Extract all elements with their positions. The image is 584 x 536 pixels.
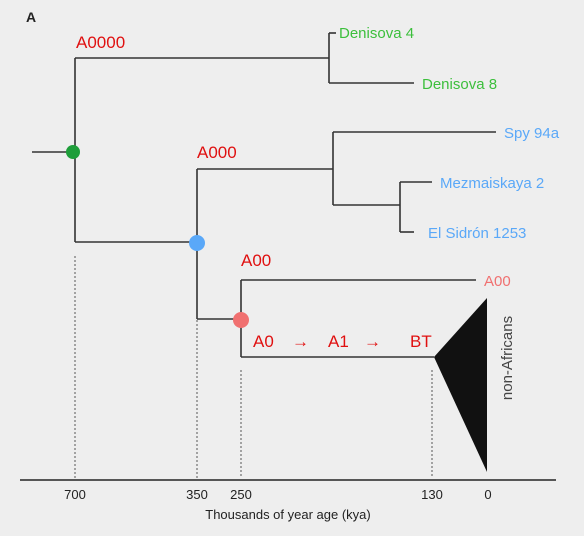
axis-title: Thousands of year age (kya) — [205, 507, 370, 522]
label-a00-leaf: A00 — [484, 273, 511, 290]
arrow-a0-a1: → — [292, 332, 309, 351]
axis-tick-700: 700 — [64, 487, 86, 502]
time-guide-lines — [74, 256, 433, 478]
axis-tick-0: 0 — [484, 487, 491, 502]
non-african-triangle — [434, 298, 487, 472]
label-mezmaiskaya-2: Mezmaiskaya 2 — [440, 175, 544, 192]
label-bt: BT — [410, 332, 432, 351]
arrow-a1-bt: → — [364, 332, 381, 351]
axis-tick-130: 130 — [421, 487, 443, 502]
label-denisova-4: Denisova 4 — [339, 25, 414, 42]
label-a000: A000 — [197, 143, 237, 162]
label-a0000: A0000 — [76, 33, 125, 52]
label-a00-node: A00 — [241, 251, 271, 270]
label-denisova-8: Denisova 8 — [422, 76, 497, 93]
axis-tick-250: 250 — [230, 487, 252, 502]
label-spy-94a: Spy 94a — [504, 125, 560, 142]
label-el-sidron-1253: El Sidrón 1253 — [428, 225, 526, 242]
axis-tick-350: 350 — [186, 487, 208, 502]
panel-label: A — [26, 9, 36, 25]
label-non-africans: non-Africans — [499, 316, 516, 400]
tree-branches — [32, 32, 496, 358]
label-a1: A1 — [328, 332, 349, 351]
node-a0000 — [66, 145, 80, 159]
label-a0: A0 — [253, 332, 274, 351]
node-a00 — [233, 312, 249, 328]
node-a000 — [189, 235, 205, 251]
